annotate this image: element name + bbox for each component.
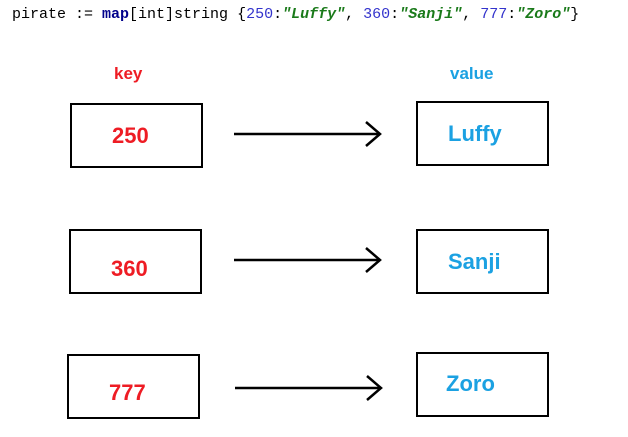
- code-val-2: "Sanji": [399, 6, 463, 23]
- value-text-2: Sanji: [448, 249, 501, 274]
- value-box-2: Sanji: [416, 229, 549, 294]
- value-text-1: Luffy: [448, 121, 502, 146]
- key-box-2: 360: [69, 229, 202, 294]
- value-box-1: Luffy: [416, 101, 549, 166]
- arrow-1: [234, 121, 382, 147]
- code-op: :=: [66, 6, 103, 23]
- key-text-3: 777: [109, 380, 146, 405]
- code-key-3: 777: [480, 6, 508, 23]
- code-val-1: "Luffy": [282, 6, 346, 23]
- code-brace-open: {: [237, 6, 247, 23]
- code-line: pirate := map[int]string {250:"Luffy", 3…: [12, 6, 580, 23]
- code-key-1: 250: [246, 6, 274, 23]
- key-box-1: 250: [70, 103, 203, 168]
- code-key-2: 360: [363, 6, 391, 23]
- code-map-keyword: map: [102, 6, 130, 23]
- code-var: pirate: [12, 6, 67, 23]
- code-brace-close: }: [570, 6, 580, 23]
- arrow-2: [234, 247, 382, 273]
- key-box-3: 777: [67, 354, 200, 419]
- value-box-3: Zoro: [416, 352, 549, 417]
- value-header: value: [450, 64, 494, 83]
- arrow-3: [235, 375, 383, 401]
- code-val-3: "Zoro": [516, 6, 571, 23]
- key-header: key: [114, 64, 143, 83]
- code-type: [int]string: [129, 6, 238, 23]
- key-text-2: 360: [111, 256, 148, 281]
- key-text-1: 250: [112, 123, 149, 148]
- value-text-3: Zoro: [446, 371, 495, 396]
